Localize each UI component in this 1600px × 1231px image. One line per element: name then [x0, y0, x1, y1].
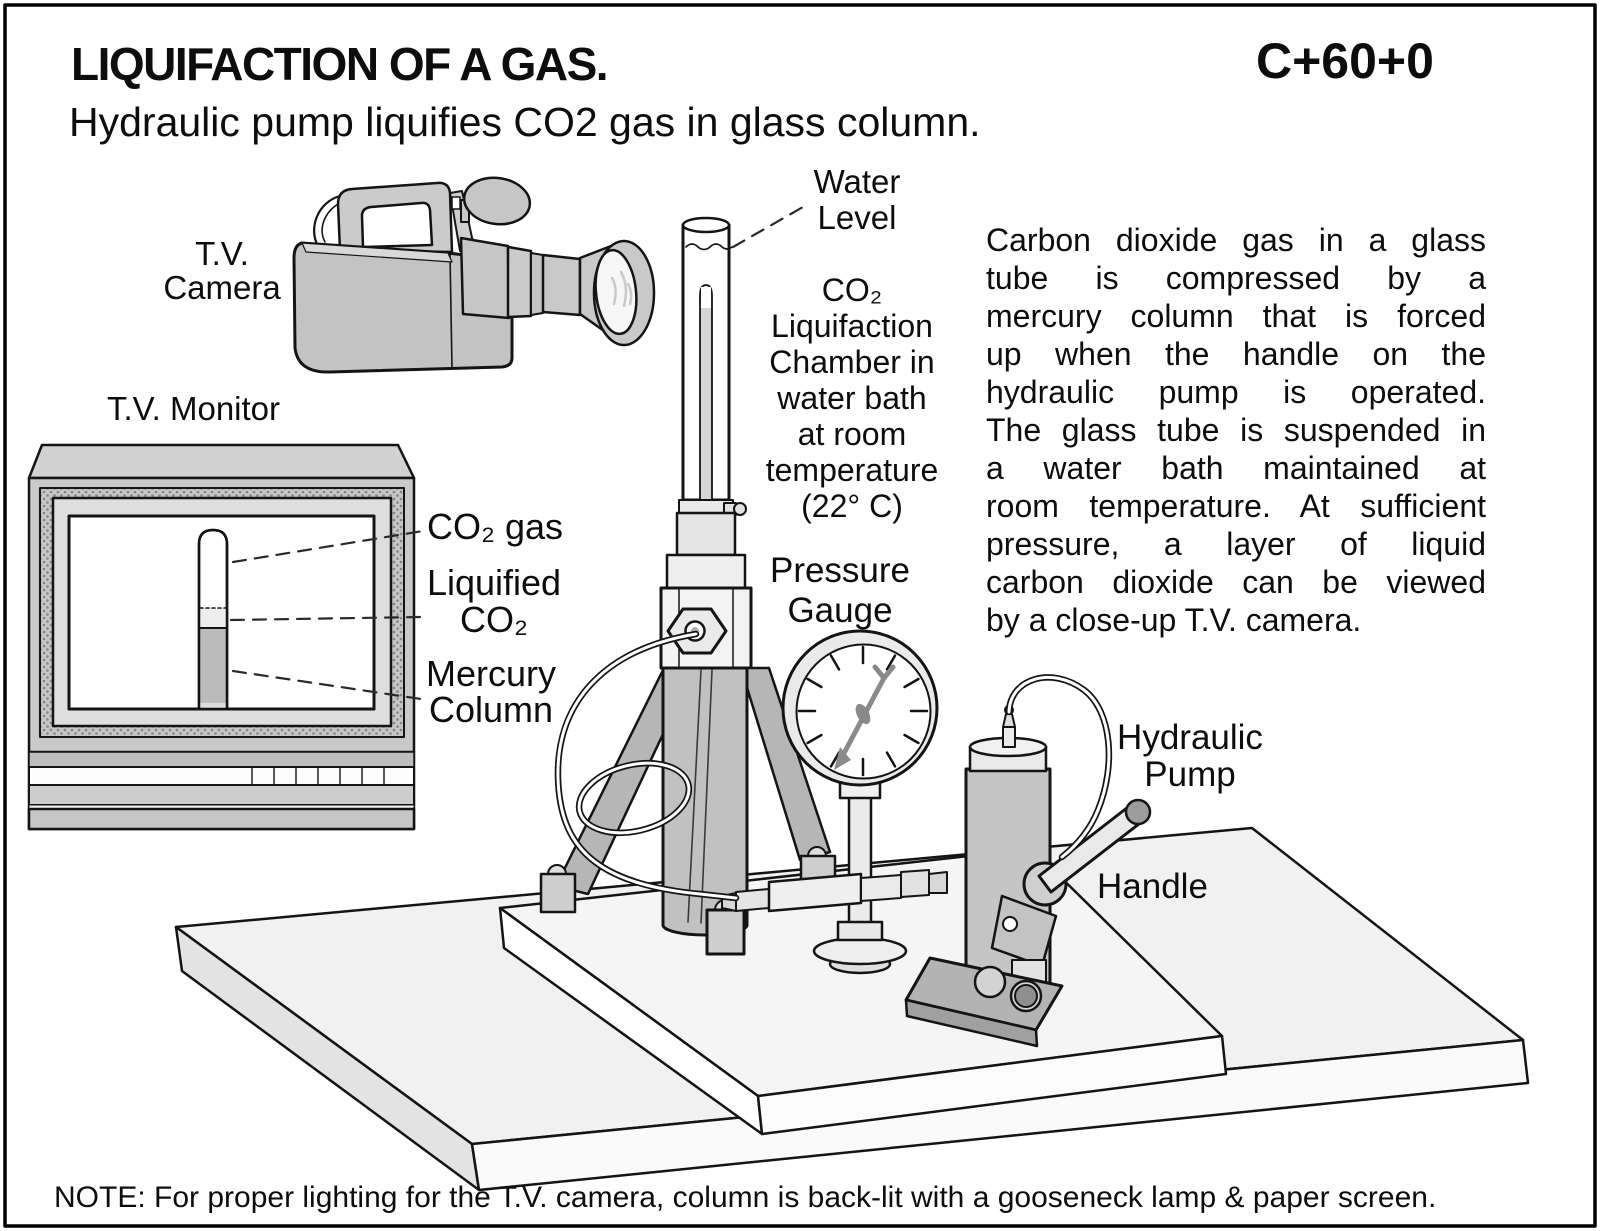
label-tv-camera: T.V.Camera — [163, 235, 281, 306]
label-tv-monitor: T.V. Monitor — [107, 390, 281, 427]
label-co2-gas: CO₂ gas — [427, 506, 564, 547]
tv-camera-illustration — [292, 176, 656, 374]
catalog-code: C+60+0 — [1256, 33, 1434, 89]
label-handle: Handle — [1097, 867, 1208, 906]
hydraulic-hoses — [554, 630, 1113, 902]
hydraulic-pump-illustration — [904, 705, 1152, 1048]
table-boards — [174, 826, 1530, 1192]
note-text: NOTE: For proper lighting for the T.V. c… — [54, 1181, 1437, 1214]
callout-leader-lines — [229, 205, 805, 701]
tv-monitor-illustration — [27, 443, 416, 831]
page-subtitle: Hydraulic pump liquifies CO2 gas in glas… — [69, 99, 981, 145]
liquifaction-column-illustration — [539, 216, 837, 956]
connecting-pipe — [721, 869, 948, 913]
lens-reflection — [610, 270, 633, 308]
pump-handle — [1022, 798, 1152, 907]
monitor-screen-tube — [197, 528, 229, 711]
gauge-needle — [834, 664, 896, 770]
pressure-gauge-illustration — [781, 629, 939, 975]
monitor-buttons — [251, 766, 385, 786]
gauge-ticks — [797, 645, 929, 777]
page-border — [3, 3, 1597, 1228]
glass-water-bath-tube — [681, 216, 733, 502]
page-title: LIQUIFACTION OF A GAS. — [71, 38, 609, 90]
